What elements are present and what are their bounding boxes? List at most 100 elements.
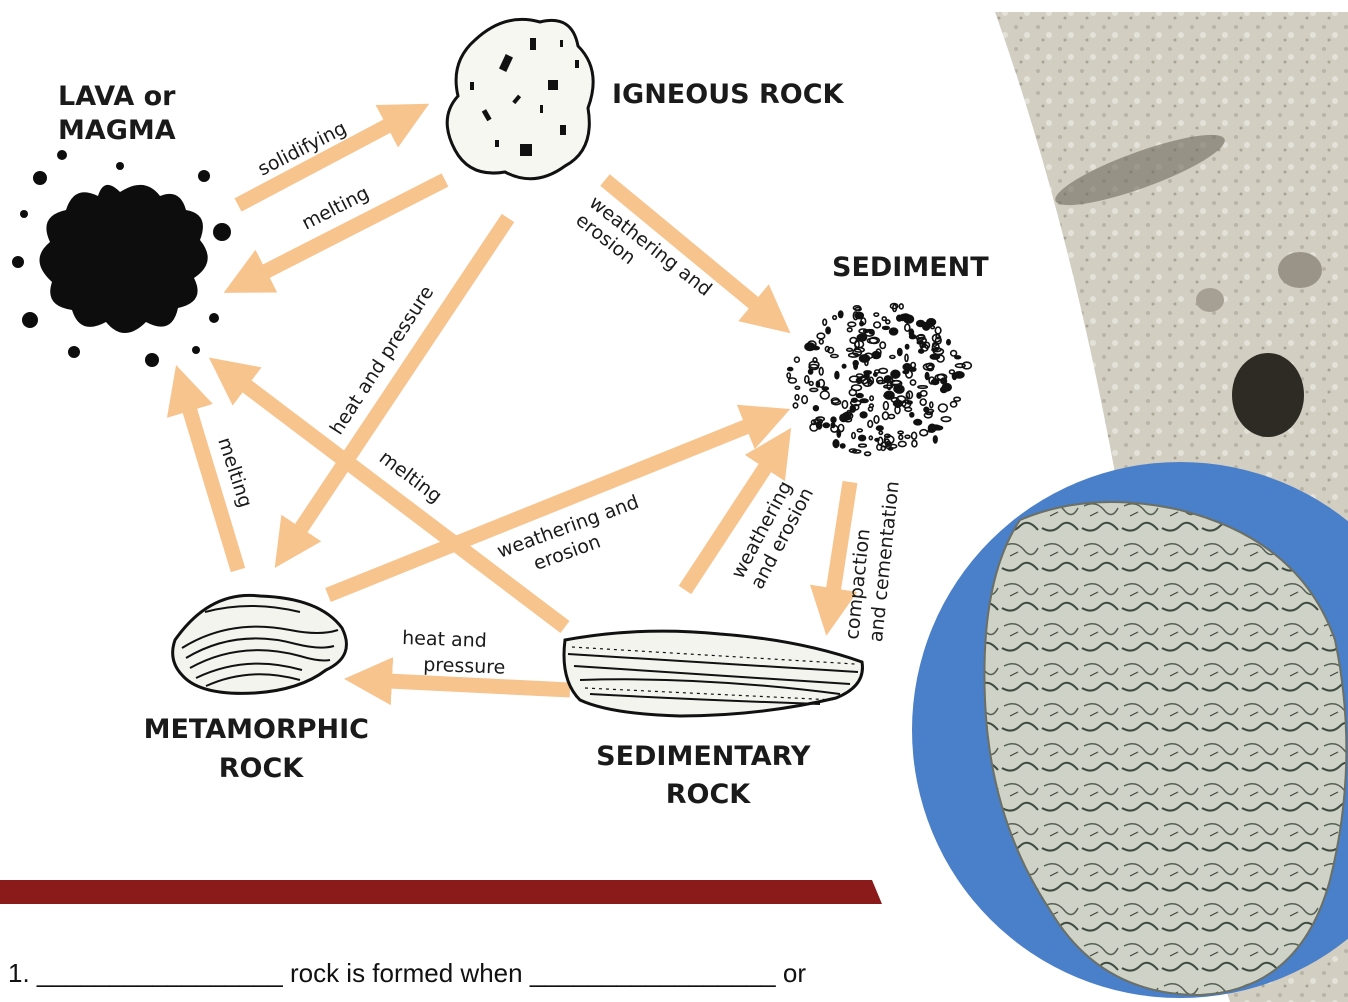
sediment-grain: [906, 345, 909, 349]
sediment-grain: [841, 444, 845, 448]
sediment-grain: [947, 340, 950, 345]
sediment-grain: [823, 319, 827, 325]
label-sediment-line-1: SEDIMENT: [832, 252, 989, 283]
sediment-grain: [831, 417, 836, 422]
sediment-grain: [951, 402, 957, 407]
sediment-grain: [868, 421, 873, 428]
sediment-grain: [898, 349, 902, 356]
sediment-grain: [839, 311, 843, 318]
label-sedimentary-line-1: SEDIMENTARY: [596, 741, 811, 772]
sediment-grain: [874, 322, 881, 328]
sediment-grain: [920, 399, 926, 405]
sediment-grain: [877, 426, 884, 430]
label-igneous-rock: IGNEOUS ROCK: [612, 79, 845, 110]
label-lava-line-1: LAVA or: [58, 81, 176, 112]
sediment-grain: [883, 327, 890, 330]
sediment-grain: [909, 329, 913, 336]
lava-splat-icon: [12, 150, 231, 367]
sediment-grain: [809, 382, 813, 386]
sediment-grain: [787, 373, 790, 378]
label-metamorphic-rock: METAMORPHIC ROCK: [144, 714, 379, 784]
sediment-grain: [857, 394, 864, 398]
sediment-grain: [951, 351, 957, 356]
sediment-grain: [793, 403, 797, 408]
sediment-grain: [857, 334, 866, 341]
label-metamorphic-line-1: METAMORPHIC: [144, 714, 369, 745]
sediment-grain: [854, 362, 857, 369]
sediment-grain: [833, 440, 839, 448]
sediment-grain: [826, 327, 830, 333]
sediment-grain: [902, 401, 906, 406]
sediment-grain: [879, 431, 882, 434]
sediment-grain: [889, 445, 897, 449]
sediment-grain: [918, 386, 927, 388]
sediment-grain: [954, 397, 960, 401]
sediment-grain: [941, 417, 950, 422]
sediment-grain: [823, 423, 829, 427]
sediment-grain: [934, 436, 938, 443]
sediment-grain: [851, 400, 861, 405]
sediment-grain: [847, 328, 852, 332]
sediment-grain: [874, 313, 879, 316]
sediment-grain: [842, 364, 845, 368]
sediment-grain: [917, 341, 923, 343]
sediment-grain: [859, 444, 867, 447]
sediment-grain: [884, 394, 893, 397]
sediment-grain: [928, 429, 933, 432]
question-1: 1. _________________ rock is formed when…: [8, 958, 806, 989]
sediment-grain: [939, 404, 948, 412]
sediment-grain: [912, 440, 917, 446]
sediment-grain: [805, 376, 809, 383]
sediment-grain: [809, 369, 813, 374]
sediment-grain: [935, 327, 941, 334]
sediment-grain: [837, 430, 840, 437]
sediment-grain: [852, 433, 855, 439]
sediment-grain: [895, 385, 904, 393]
arrow-heat-pressure-sedimentary: [368, 680, 570, 690]
label-igneous-line-1: IGNEOUS ROCK: [612, 79, 845, 110]
sediment-grain: [789, 378, 797, 383]
sediment-grain: [930, 402, 933, 408]
label-metamorphic-line-2: ROCK: [219, 753, 305, 784]
sediment-grain: [920, 430, 928, 436]
sediment-grain: [899, 435, 903, 439]
sediment-grain: [910, 413, 914, 417]
sediment-grain: [817, 333, 825, 339]
sediment-grain: [831, 355, 838, 358]
sediment-grain: [795, 386, 799, 389]
sediment-grain: [911, 368, 916, 372]
sediment-grain: [919, 349, 924, 353]
sediment-grain: [883, 412, 889, 419]
sedimentary-rock-icon: [564, 631, 862, 716]
sediment-grain: [848, 322, 856, 326]
sediment-grain: [833, 316, 837, 320]
sediment-grain: [857, 374, 863, 377]
sediment-grain: [917, 321, 925, 327]
label-sediment: SEDIMENT: [832, 252, 989, 283]
sediment-grain: [860, 412, 867, 418]
sediment-grain: [802, 396, 807, 404]
sediment-grain: [931, 326, 935, 329]
sediment-grain: [822, 387, 828, 390]
sediment-grain: [810, 388, 818, 391]
sediment-grain: [880, 342, 885, 348]
sediment-grain: [847, 348, 853, 351]
sediment-grain: [874, 373, 877, 376]
sediment-grain: [795, 357, 800, 362]
label-heat-pressure-sedimentary: heat and pressure: [401, 627, 507, 679]
sediment-grain: [890, 356, 895, 359]
sediment-grain: [788, 368, 793, 371]
label-weathering-sedimentary: weathering and erosion: [727, 472, 819, 593]
sediment-grain: [903, 364, 911, 370]
sediment-grain: [941, 387, 947, 392]
sediment-grain: [864, 371, 871, 374]
sediment-grain: [872, 352, 880, 359]
sediment-grain: [899, 304, 903, 309]
sediment-grain: [912, 432, 917, 439]
sediment-grain: [865, 452, 871, 455]
sediment-grain: [857, 429, 862, 432]
sediment-grain: [860, 355, 870, 362]
sediment-grain: [941, 378, 947, 384]
sediment-grain: [898, 431, 903, 434]
sediment-grain: [795, 395, 799, 400]
